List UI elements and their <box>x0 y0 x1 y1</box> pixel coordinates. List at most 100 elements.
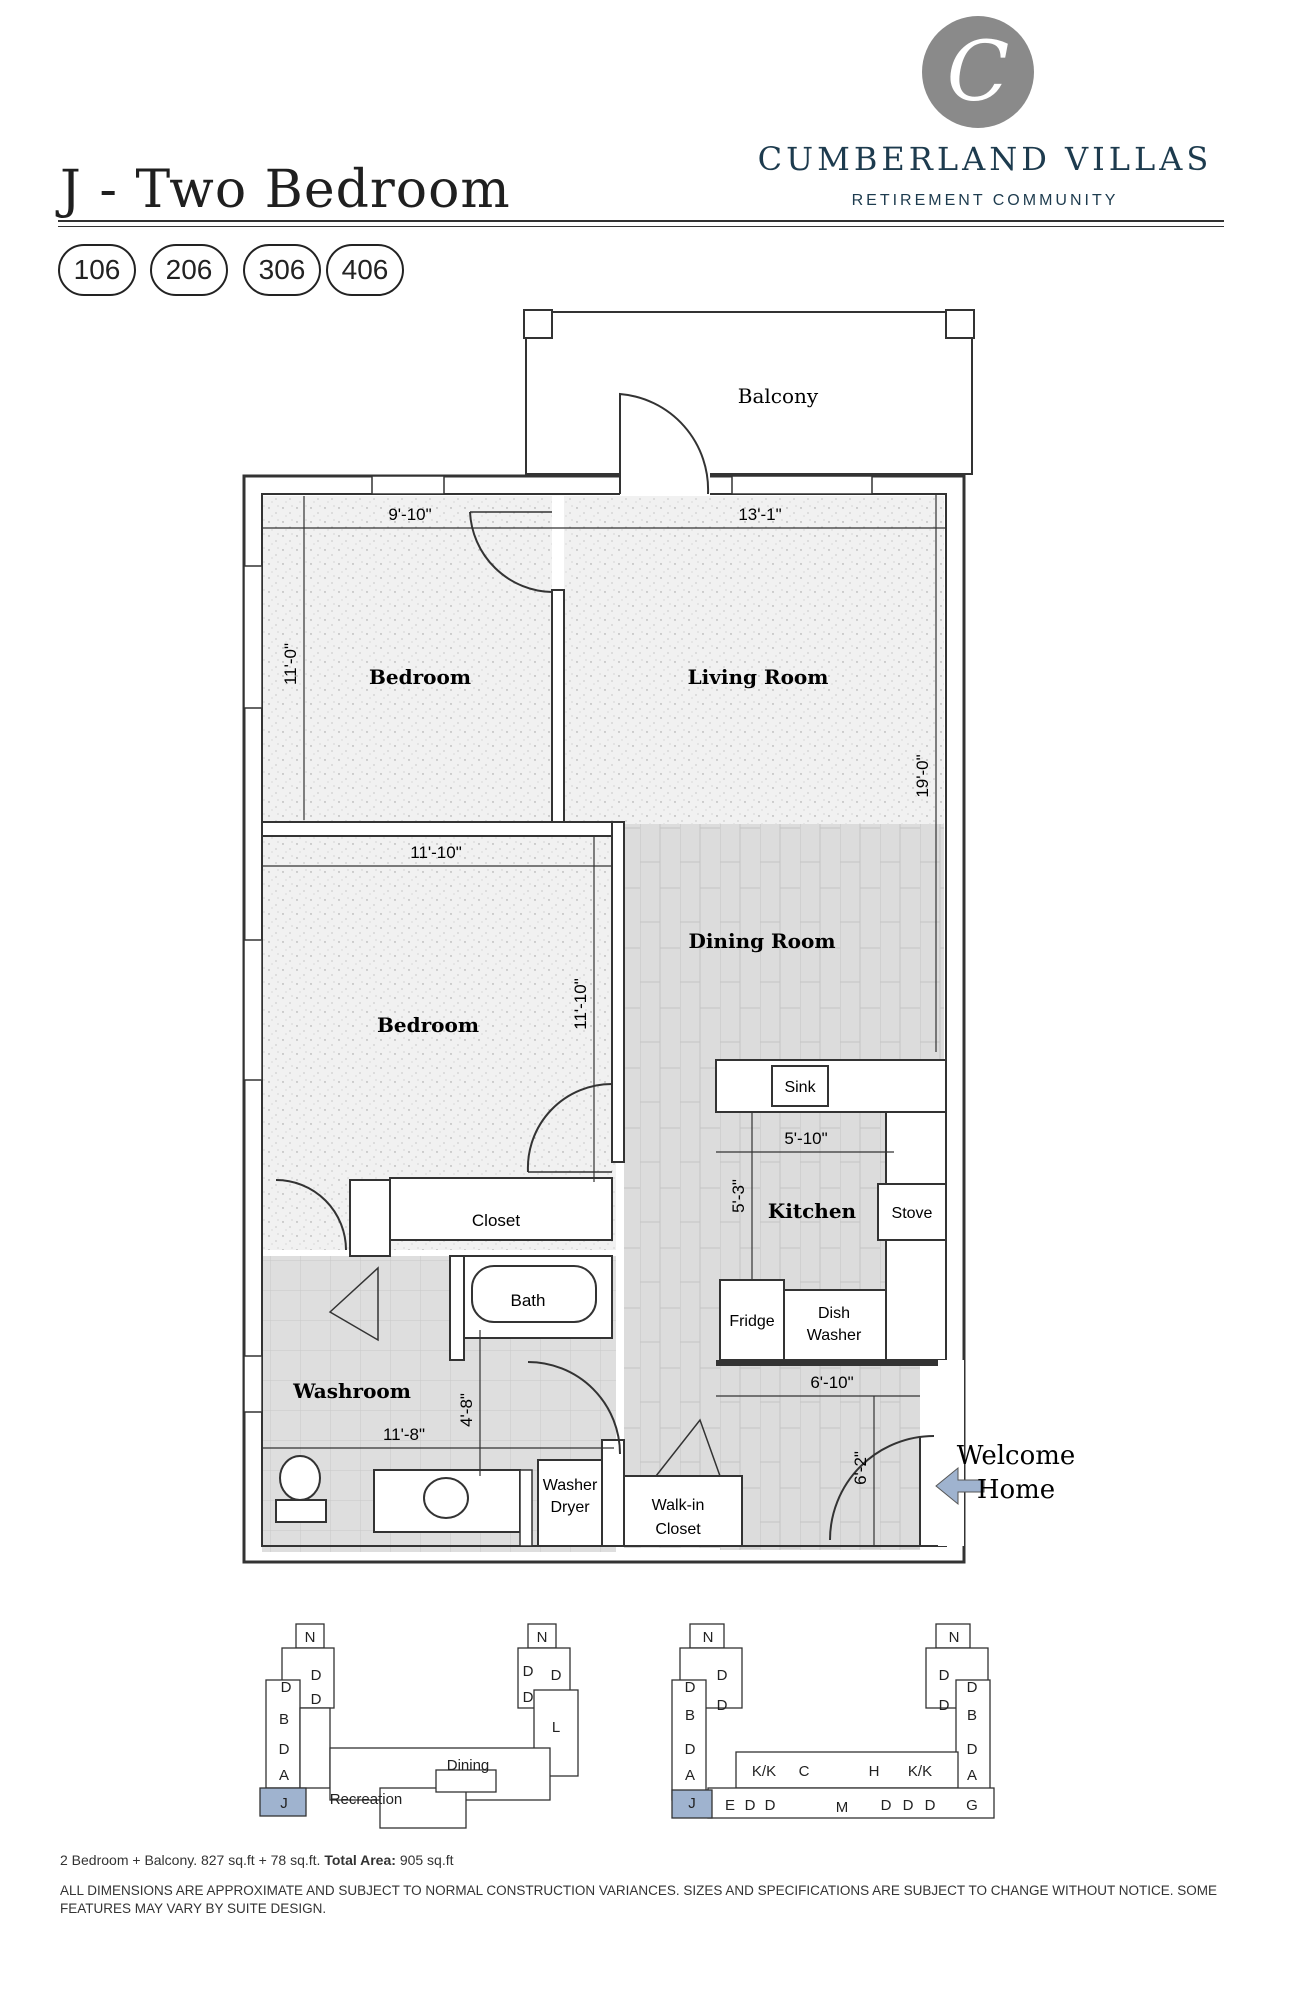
area-summary: 2 Bedroom + Balcony. 827 sq.ft + 78 sq.f… <box>60 1852 454 1868</box>
balcony-post <box>523 309 553 339</box>
wall-bedroom1-east <box>551 589 565 827</box>
area-value: 905 sq.ft <box>399 1852 454 1868</box>
kp-left-dining: Dining <box>447 1757 490 1774</box>
kp-right-c: C <box>799 1763 810 1780</box>
entry-floor <box>720 1360 920 1550</box>
entry-door <box>829 1435 935 1541</box>
kp-right-d7: D <box>939 1697 950 1714</box>
kp-left-d7: D <box>523 1689 534 1706</box>
dining-room-label: Dining Room <box>688 929 835 953</box>
kitchen-counter-top <box>715 1059 947 1113</box>
kp-right-d6: D <box>967 1679 978 1696</box>
floor-plan: Balcony Bedroom Living Room Bedroom Dini… <box>242 309 1076 1564</box>
disclaimer: ALL DIMENSIONS ARE APPROXIMATE AND SUBJE… <box>60 1883 1217 1916</box>
kp-right-d13: D <box>925 1797 936 1814</box>
hall-floor <box>624 1060 720 1548</box>
kp-left-j: J <box>280 1795 288 1812</box>
wall-bedroom2-east <box>611 821 625 1163</box>
kp-right-h: H <box>869 1763 880 1780</box>
dishwasher-label-2: Washer <box>807 1327 862 1344</box>
bath-label: Bath <box>511 1291 546 1310</box>
brand-tagline: RETIREMENT COMMUNITY <box>851 192 1119 209</box>
area-label: Total Area: <box>324 1852 396 1868</box>
window <box>731 475 873 495</box>
unit-badge-206: 206 <box>150 244 228 296</box>
logo-letter: C <box>947 25 1010 120</box>
kp-left-d2: D <box>311 1667 322 1684</box>
washroom-door <box>275 1179 347 1251</box>
kp-right-b1: B <box>685 1707 695 1724</box>
kp-right-j: J <box>688 1795 696 1812</box>
living-room-label: Living Room <box>688 665 829 689</box>
window <box>371 475 445 495</box>
kp-right-kk1: K/K <box>752 1763 776 1780</box>
stove <box>877 1183 947 1241</box>
dishwasher-label-1: Dish <box>818 1305 850 1322</box>
living-floor <box>564 496 944 824</box>
dim-bedroom2-depth: 11'-10" <box>571 978 590 1030</box>
kp-right-d12: D <box>903 1797 914 1814</box>
brand-logo: C <box>922 16 1034 128</box>
kp-left-n1: N <box>305 1629 316 1646</box>
dishwasher <box>783 1289 887 1361</box>
sink-basin-icon <box>423 1477 469 1519</box>
sink-label: Sink <box>784 1079 816 1096</box>
kp-left-d1: D <box>281 1679 292 1696</box>
home-label: Home <box>977 1475 1055 1505</box>
balcony-door-opening <box>620 472 710 496</box>
hall-door <box>527 1361 621 1455</box>
keyplan-right-highlight <box>671 1789 713 1819</box>
kp-right-d8: D <box>967 1741 978 1758</box>
kp-right-d11: D <box>881 1797 892 1814</box>
walkin-label-2: Closet <box>655 1521 701 1538</box>
dim-living-depth: 19'-0" <box>913 754 932 797</box>
kp-left-recreation: Recreation <box>330 1791 403 1808</box>
window <box>243 939 263 1081</box>
dim-entry-width: 6'-10" <box>810 1373 853 1392</box>
kp-right-g: G <box>966 1797 978 1814</box>
area-prefix: 2 Bedroom + Balcony. 827 sq.ft + 78 sq.f… <box>60 1852 321 1868</box>
washer-label-2: Dryer <box>550 1499 590 1516</box>
keyplan-left: N N D D D B D A J D D D L Recreation Din… <box>259 1623 579 1829</box>
bedroom1-label: Bedroom <box>369 665 471 689</box>
fridge <box>719 1279 785 1361</box>
dim-bedroom2-width: 11'-10" <box>410 843 462 862</box>
kp-right-d9: D <box>745 1797 756 1814</box>
linen-door <box>328 1266 379 1342</box>
washroom-label: Washroom <box>292 1379 411 1403</box>
kp-left-b1: B <box>279 1711 289 1728</box>
keyplan-right: N N D D D B D A J D D D B D A K/K C H K/… <box>671 1623 995 1819</box>
toilet-icon <box>279 1455 321 1501</box>
closet-label: Closet <box>472 1211 520 1230</box>
kp-right-d4: D <box>685 1741 696 1758</box>
dim-bedroom1-width: 9'-10" <box>388 505 431 524</box>
kp-right-d2: D <box>717 1667 728 1684</box>
keyplan-left-highlight <box>259 1787 307 1817</box>
stove-label: Stove <box>892 1205 933 1222</box>
bedroom2-label: Bedroom <box>377 1013 479 1037</box>
balcony-label: Balcony <box>738 384 819 408</box>
dim-kitchen-depth: 5'-3" <box>729 1179 748 1213</box>
dim-bedroom1-depth: 11'-0" <box>281 643 300 685</box>
kp-right-n1: N <box>703 1629 714 1646</box>
dim-living-width: 13'-1" <box>738 505 781 524</box>
dining-floor <box>624 824 944 1060</box>
kp-left-d3: D <box>311 1691 322 1708</box>
bathtub <box>471 1265 597 1323</box>
dimension-lines <box>262 494 946 1546</box>
walkin-label-1: Walk-in <box>652 1497 705 1514</box>
kp-left-d5: D <box>523 1663 534 1680</box>
wall-bedroom-split <box>261 821 617 837</box>
sink <box>771 1065 829 1107</box>
welcome-label: Welcome <box>957 1441 1076 1471</box>
window <box>243 1355 263 1413</box>
closet-area <box>389 1177 613 1241</box>
balcony-door <box>619 392 710 495</box>
kp-right-m: M <box>836 1799 849 1816</box>
kp-right-d5: D <box>939 1667 950 1684</box>
dim-entry-depth: 6'-2" <box>851 1451 870 1485</box>
kp-right-n2: N <box>949 1629 960 1646</box>
kp-left-d6: D <box>551 1667 562 1684</box>
kp-right-a1: A <box>685 1767 695 1784</box>
title-rule-top <box>58 220 1224 222</box>
